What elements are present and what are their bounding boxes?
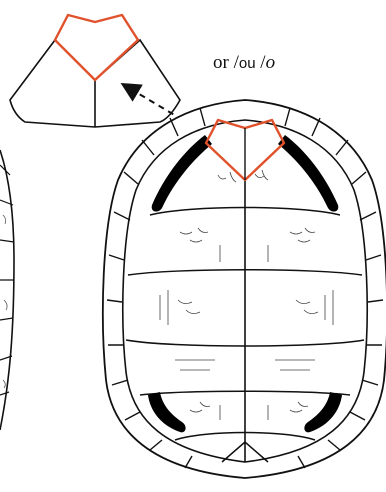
carapace	[103, 100, 386, 478]
caption-ou: ou	[239, 55, 256, 72]
pronunciation-caption: or /ou /o	[213, 52, 275, 74]
left-partial-shell	[0, 150, 14, 430]
inset-scute-block	[10, 15, 180, 127]
caption-o-italic: o	[266, 52, 276, 73]
caption-or: or	[213, 52, 229, 73]
